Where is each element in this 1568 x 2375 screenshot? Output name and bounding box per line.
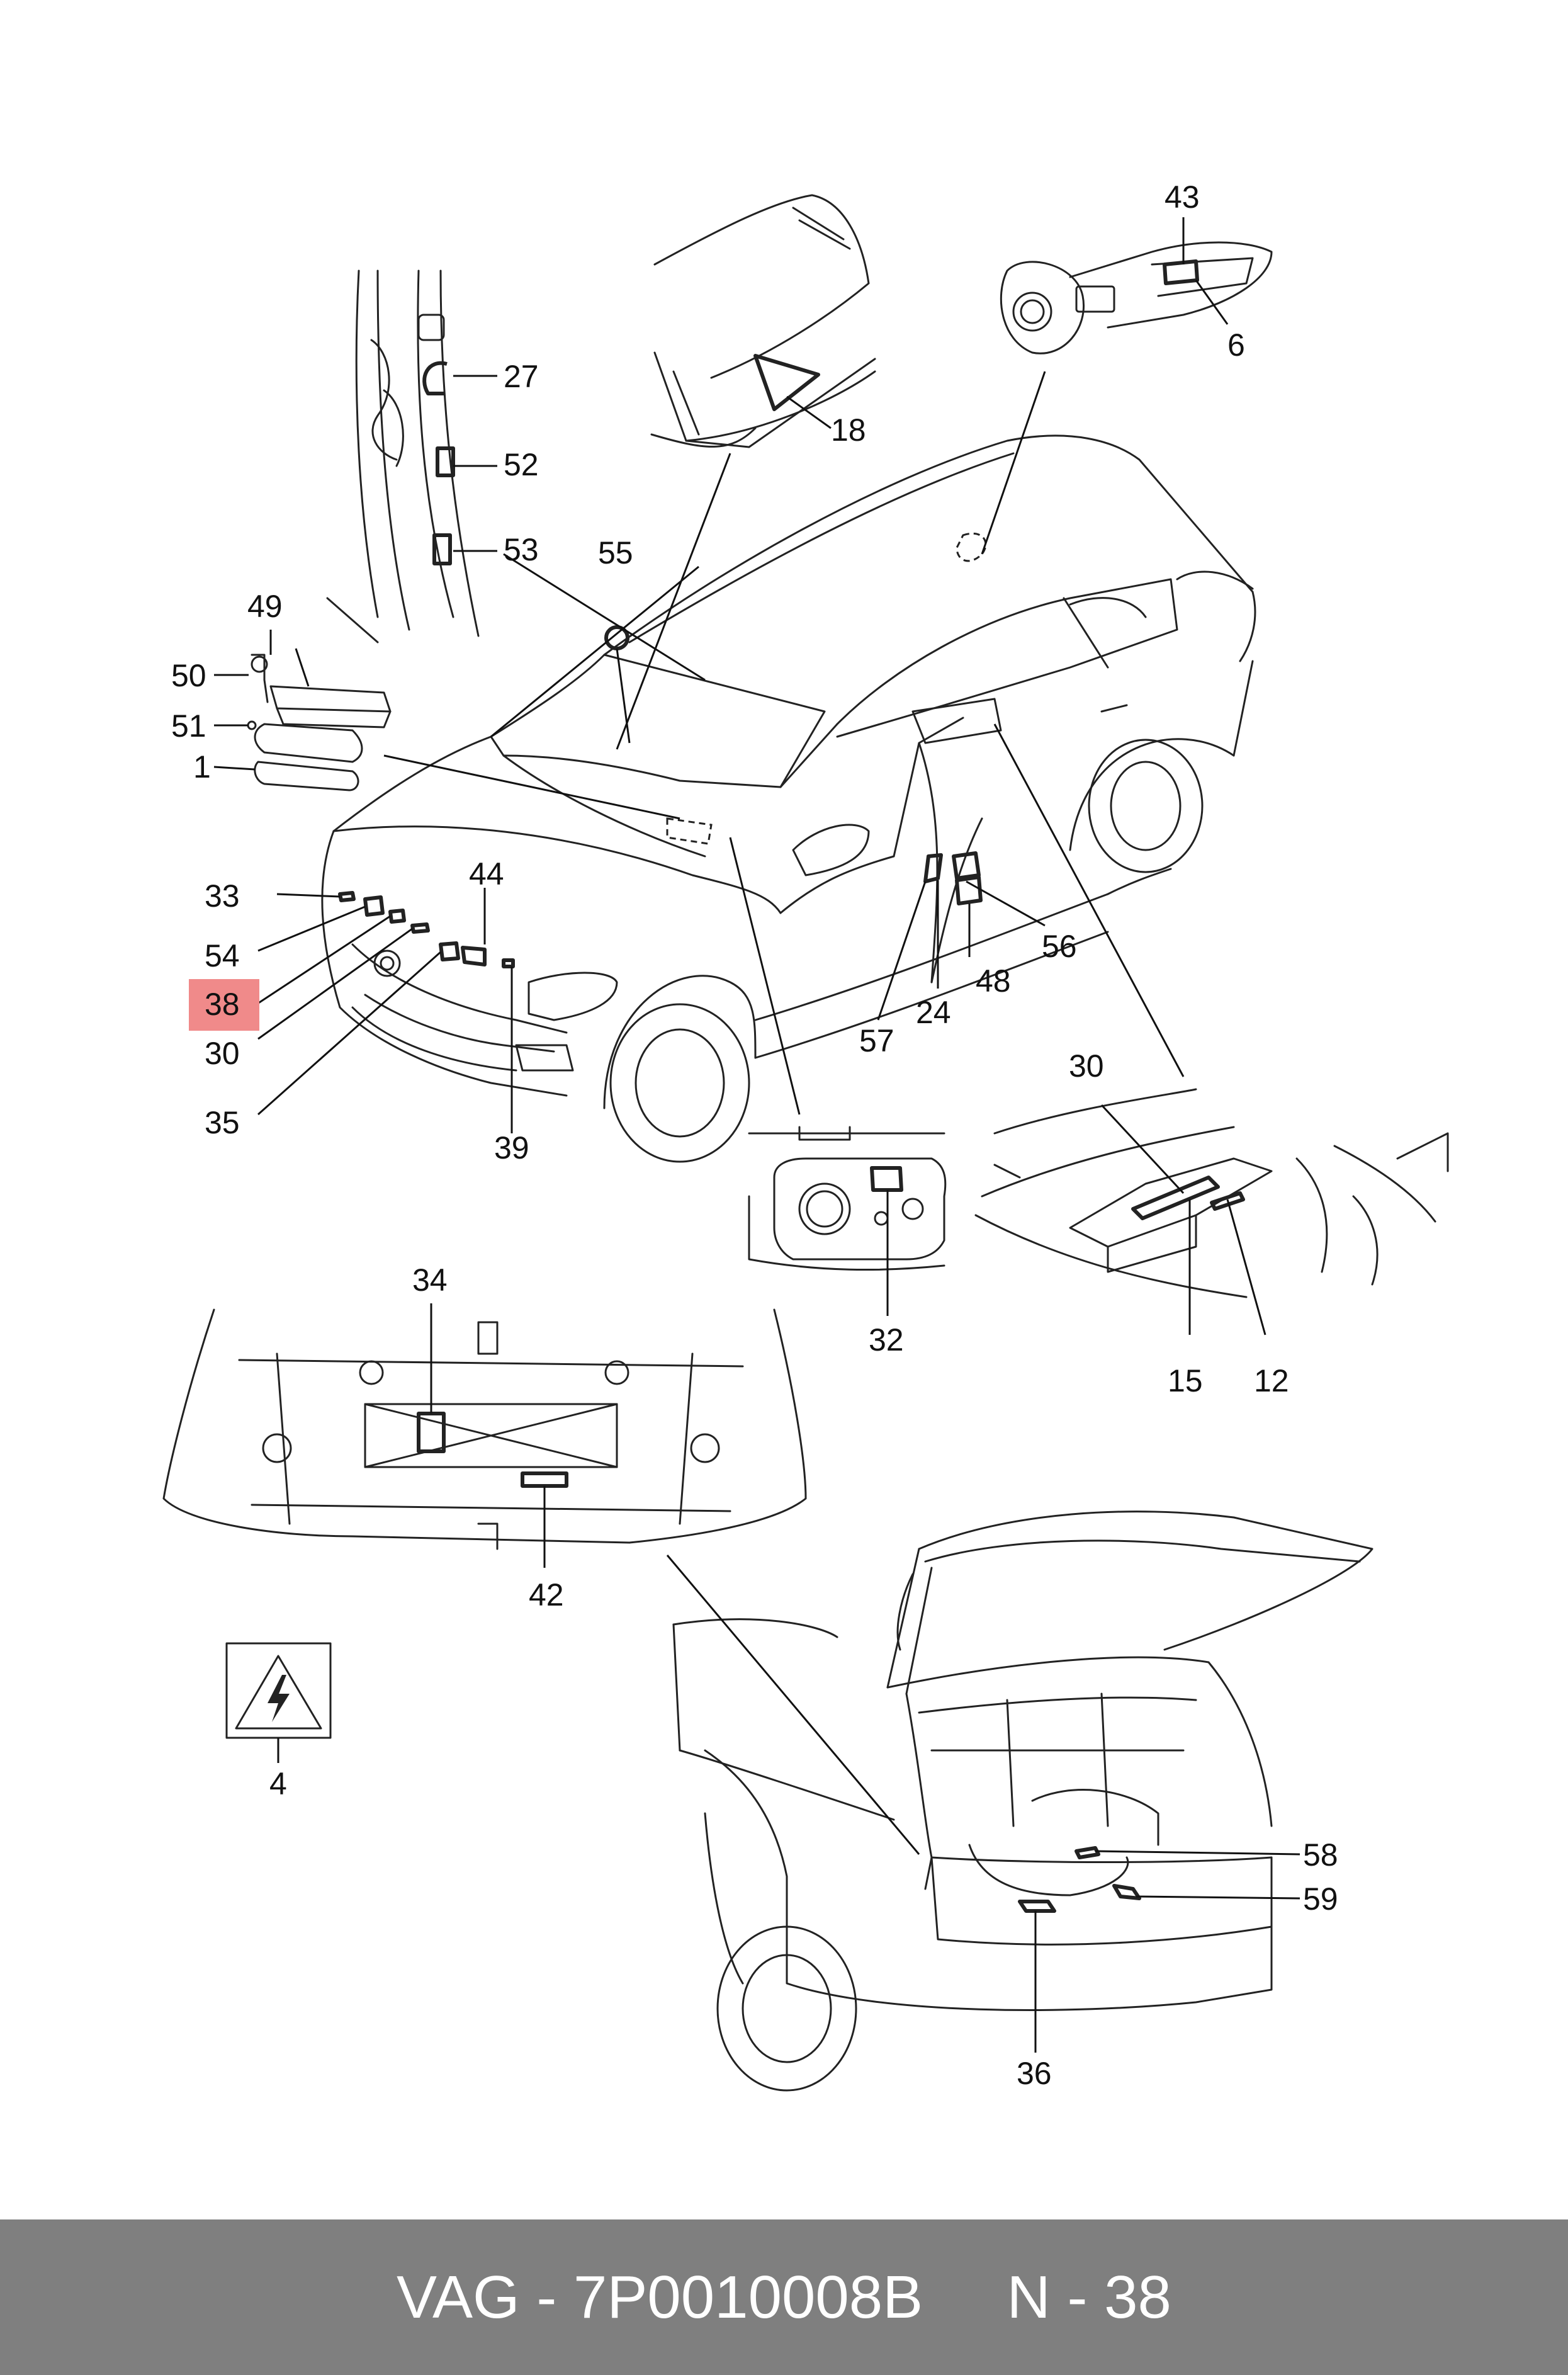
callout-35: 35 [205, 1105, 240, 1140]
parts-diagram: 27 52 53 18 43 6 [162, 179, 1449, 2092]
callout-51: 51 [171, 708, 206, 744]
callout-43: 43 [1165, 179, 1200, 215]
callout-30b: 30 [1069, 1048, 1104, 1084]
b-pillar-detail [326, 269, 497, 643]
callout-12: 12 [1254, 1363, 1289, 1398]
callout-52: 52 [504, 447, 539, 482]
main-leaders [251, 371, 1185, 1133]
callout-33: 33 [205, 878, 240, 914]
rear-vehicle [666, 1511, 1373, 2092]
floor-detail [974, 1088, 1449, 1335]
callout-32: 32 [869, 1322, 904, 1358]
callout-42: 42 [529, 1577, 564, 1613]
underbody-detail [162, 1303, 807, 1568]
callout-38: 38 [205, 987, 240, 1022]
callout-30: 30 [205, 1036, 240, 1071]
callout-57: 57 [859, 1023, 894, 1058]
callout-1: 1 [193, 749, 211, 785]
light-switch-detail [748, 1126, 947, 1316]
callout-59: 59 [1303, 1881, 1338, 1917]
footer-part-number: VAG - 7P0010008B N - 38 [397, 2263, 1171, 2331]
callout-54: 54 [205, 938, 240, 973]
highlight-box-38 [189, 979, 259, 1031]
callout-34: 34 [412, 1262, 448, 1298]
high-voltage-warning-icon [225, 1642, 332, 1763]
callout-39: 39 [494, 1130, 529, 1165]
callout-49: 49 [247, 589, 283, 624]
callout-56: 56 [1042, 929, 1077, 964]
callout-18: 18 [831, 412, 866, 448]
footer-bar: VAG - 7P0010008B N - 38 [0, 2219, 1568, 2375]
callout-53: 53 [504, 532, 539, 567]
callout-50: 50 [171, 658, 206, 693]
fuel-door-detail [1000, 217, 1273, 354]
callout-48: 48 [976, 963, 1011, 999]
callout-44: 44 [469, 856, 504, 892]
callout-58: 58 [1303, 1837, 1338, 1873]
callout-15: 15 [1168, 1363, 1203, 1398]
callout-6: 6 [1227, 327, 1245, 363]
glovebox-detail [650, 194, 876, 448]
callout-24: 24 [916, 995, 951, 1030]
sunvisor-detail [213, 630, 392, 791]
callout-36: 36 [1017, 2056, 1052, 2091]
callout-27: 27 [504, 359, 539, 394]
callout-55: 55 [598, 535, 633, 570]
callout-4: 4 [269, 1766, 287, 1801]
